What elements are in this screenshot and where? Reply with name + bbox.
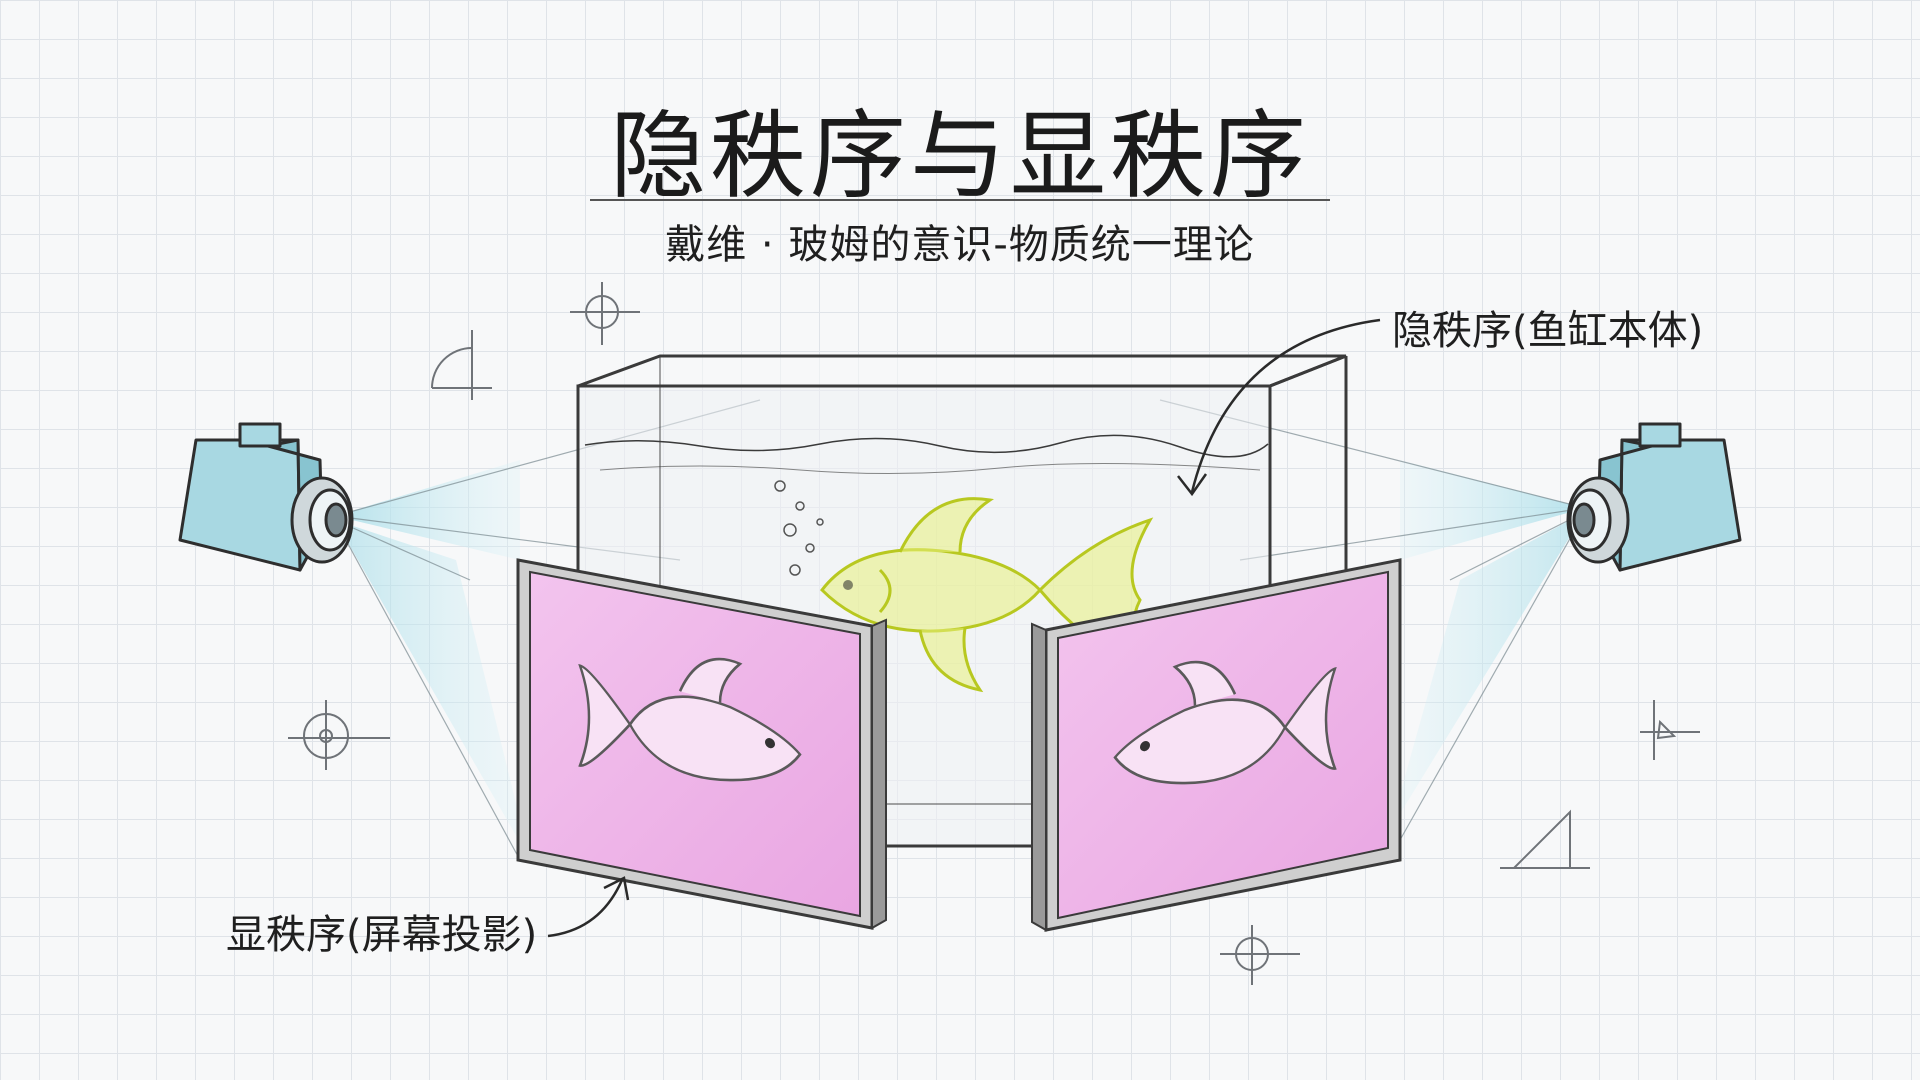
projection-beam: [1390, 512, 1585, 830]
camera-icon: [178, 422, 354, 572]
projection-beam: [1400, 460, 1585, 560]
protractor-mark: [431, 330, 492, 400]
triangle-mark: [1500, 809, 1590, 869]
explicate-order-label: 显秩序(屏幕投影): [226, 912, 538, 958]
crosshair-icon: [570, 282, 640, 345]
fish-projection-icon: [578, 657, 802, 782]
arrow-icon: [1177, 318, 1381, 497]
camera-icon: [1566, 422, 1742, 572]
projection-beam: [335, 460, 520, 560]
page-title: 隐秩序与显秩序: [610, 100, 1310, 212]
crosshair-icon: [1220, 925, 1300, 985]
implicate-order-label: 隐秩序(鱼缸本体): [1392, 308, 1704, 354]
arrow-icon: [547, 876, 630, 938]
page-subtitle: 戴维 · 玻姆的意识-物质统一理论: [665, 222, 1255, 268]
fish-projection-icon: [1113, 660, 1337, 785]
crosshair-icon: [288, 700, 390, 770]
projection-beam: [335, 520, 530, 860]
crosshair-icon: [1640, 700, 1700, 760]
water-bubbles: [774, 480, 824, 576]
goldfish-icon: [820, 497, 1162, 693]
